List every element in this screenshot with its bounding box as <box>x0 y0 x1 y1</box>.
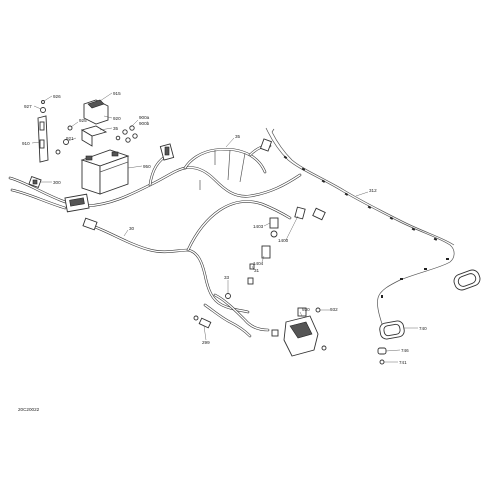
callout-950: 950 <box>143 164 151 169</box>
control-module <box>283 307 327 357</box>
callout-921: 921 <box>66 136 74 141</box>
battery-strap <box>37 100 49 163</box>
callout-1403: 1403 <box>253 224 264 229</box>
callout-915: 915 <box>113 91 121 96</box>
callout-740: 740 <box>419 326 427 331</box>
callout-299: 299 <box>202 340 210 345</box>
callout-910: 910 <box>22 141 30 146</box>
callout-900b: 900b <box>139 121 150 126</box>
callout-35-mid: 35 <box>235 134 241 139</box>
tail-light <box>377 320 405 365</box>
rear-harness <box>265 127 455 331</box>
main-harness <box>8 166 302 338</box>
callout-927: 927 <box>24 104 32 109</box>
callout-312: 312 <box>369 188 377 193</box>
callout-1404: 1404 <box>253 261 264 266</box>
callout-30: 30 <box>129 226 135 231</box>
callout-925: 925 <box>79 118 87 123</box>
callout-900a: 900a <box>139 115 150 120</box>
battery <box>80 149 130 195</box>
callout-932: 932 <box>330 307 338 312</box>
callout-930: 930 <box>302 307 310 312</box>
connectors <box>28 138 326 337</box>
marker-light <box>453 269 481 291</box>
callout-926: 926 <box>53 94 61 99</box>
callout-31: 31 <box>254 268 260 273</box>
callout-33: 33 <box>224 275 230 280</box>
callout-746: 746 <box>401 348 409 353</box>
callout-920: 920 <box>113 116 121 121</box>
relay-holder <box>55 99 109 155</box>
figure-code: 20C20022 <box>18 407 40 412</box>
callout-300: 300 <box>53 180 61 185</box>
leader-lines <box>31 92 418 363</box>
callout-35-upper: 35 <box>113 126 119 131</box>
callout-labels: 927 926 915 920 925 35 910 921 900a 900b… <box>22 91 427 365</box>
callout-741: 741 <box>399 360 407 365</box>
terminal-bolts <box>115 125 138 143</box>
callout-1400: 1400 <box>278 238 289 243</box>
